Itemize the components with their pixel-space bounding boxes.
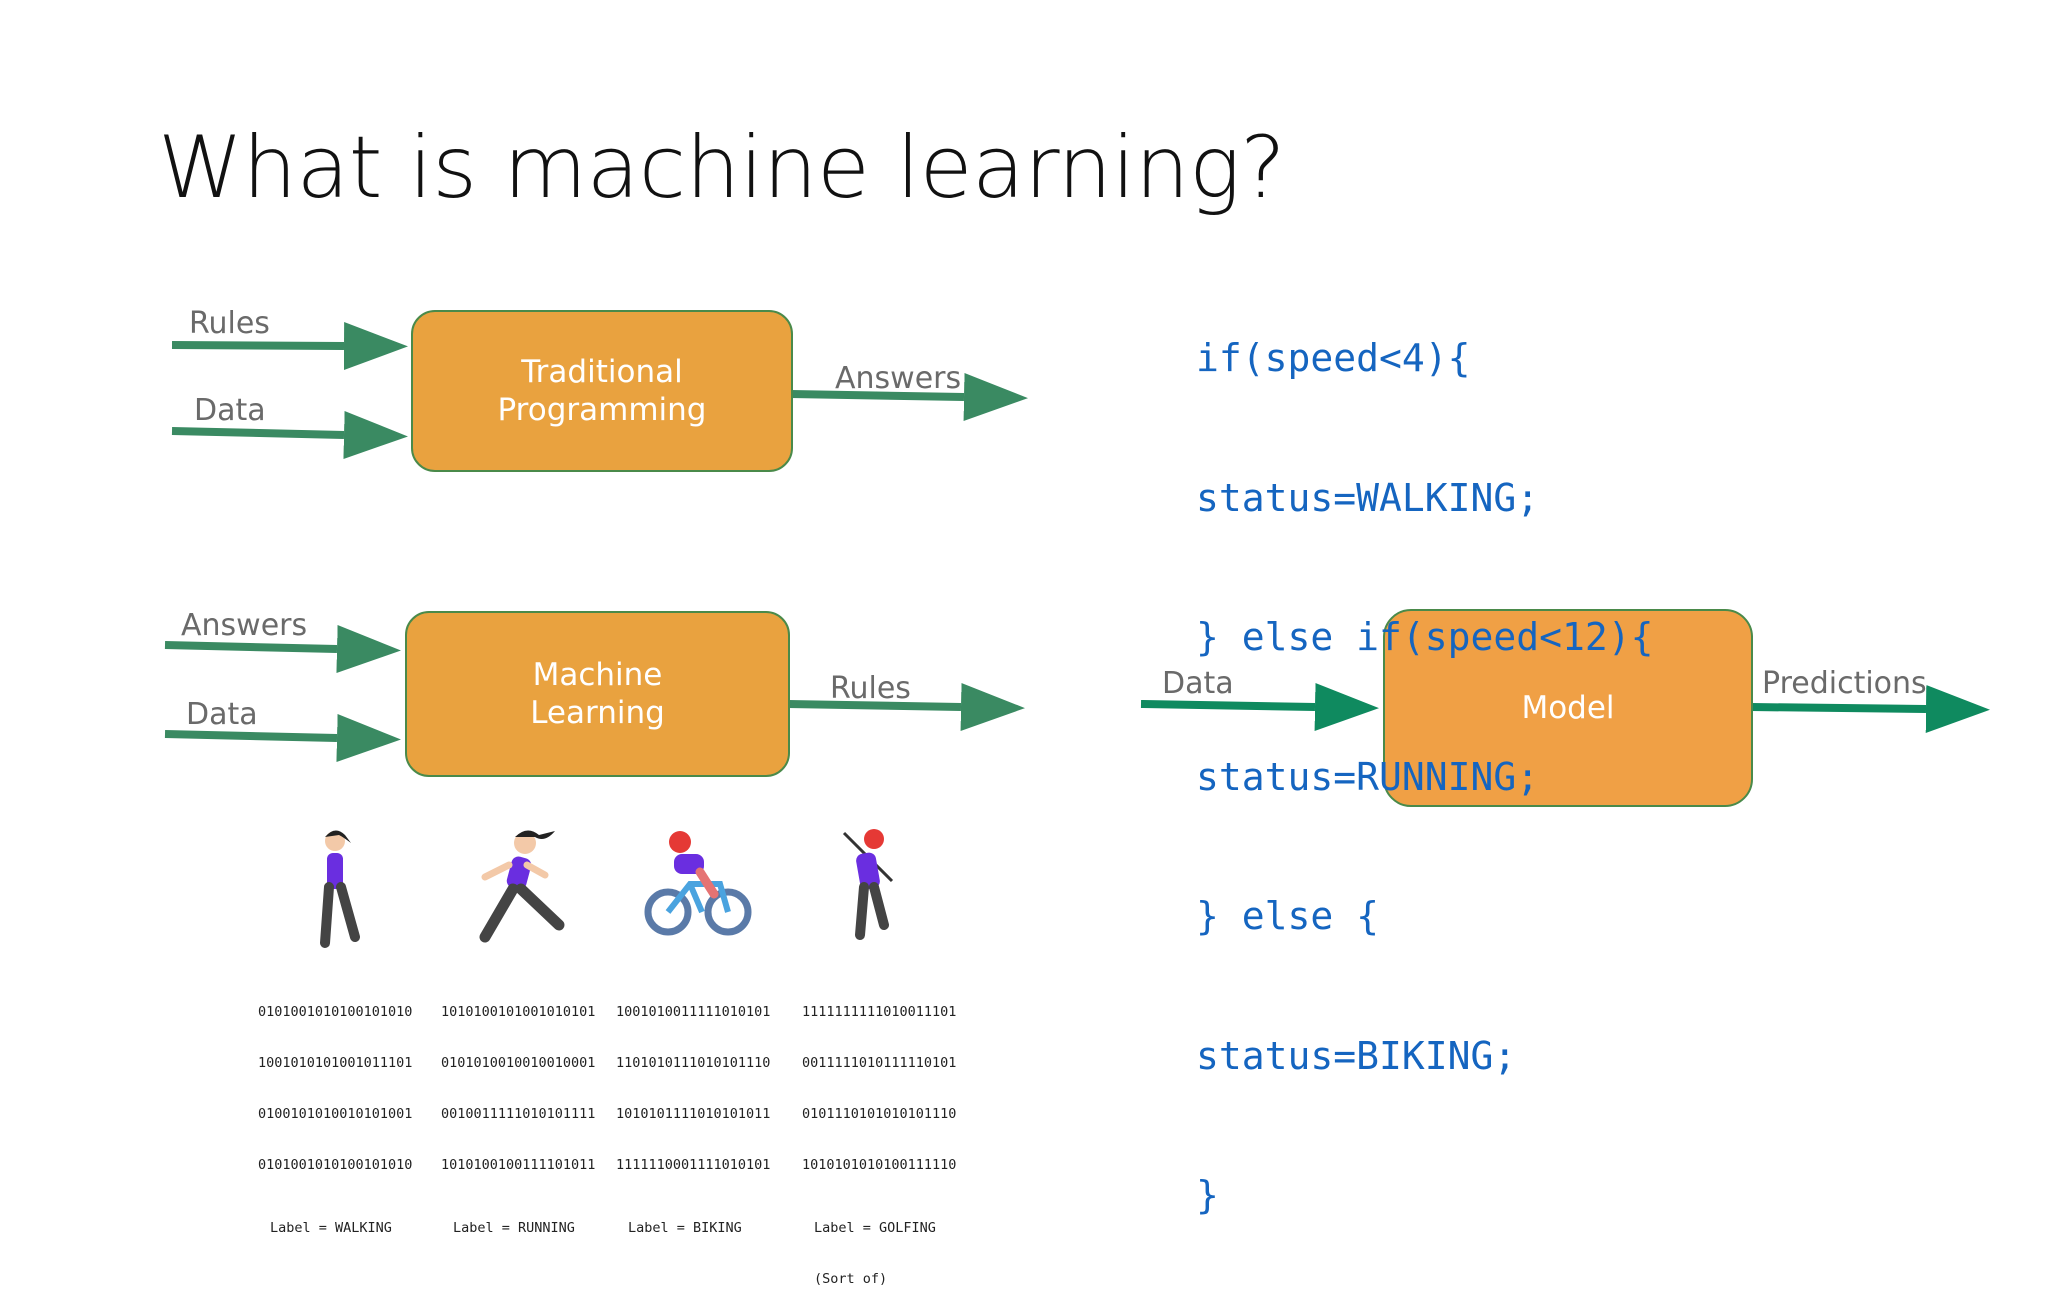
arrow-data-in xyxy=(171,411,408,459)
bits-line: 0101001010100101010 xyxy=(258,1157,413,1173)
biking-person-icon xyxy=(644,831,752,936)
code-line: } else { xyxy=(1196,894,1380,938)
sample-label: Label = RUNNING xyxy=(453,1220,575,1236)
code-line: status=WALKING; xyxy=(1196,475,1540,520)
box-label: Machine xyxy=(532,657,663,693)
code-line: if(speed<4){ xyxy=(1196,336,1471,380)
sample-note: (Sort of) xyxy=(814,1271,888,1287)
walking-person-icon xyxy=(320,830,360,948)
arrow-data-in-ml xyxy=(164,714,401,762)
label-data-in: Data xyxy=(194,393,266,428)
bits-line: 0011111010111110101 xyxy=(802,1055,957,1071)
label-predictions: Predictions xyxy=(1762,666,1927,701)
box-label: Programming xyxy=(497,392,707,428)
code-line: status=RUNNING; xyxy=(1196,754,1540,799)
bits-line: 0100101010010101001 xyxy=(258,1106,413,1122)
bits-line: 0101001010100101010 xyxy=(258,1004,413,1020)
bits-line: 1010100101001010101 xyxy=(441,1004,596,1020)
golfing-person-icon xyxy=(842,829,894,940)
code-snippet: if(speed<4){ status=WALKING; } else if(s… xyxy=(1196,242,1654,1265)
sample-golfing: 1111111111010011101 0011111010111110101 … xyxy=(802,970,956,1305)
arrows-layer xyxy=(164,322,1990,762)
bits-line: 0101010010010010001 xyxy=(441,1055,596,1071)
arrow-predictions xyxy=(1750,685,1990,733)
bits-line: 1101010111010101110 xyxy=(616,1055,771,1071)
slide-title: What is machine learning? xyxy=(158,118,1286,218)
label-answers-in: Answers xyxy=(181,608,308,643)
arrow-answers-in xyxy=(164,625,401,673)
bits-line: 0010011111010101111 xyxy=(441,1106,596,1122)
arrow-data-model xyxy=(1140,683,1379,731)
box-label: Learning xyxy=(530,695,665,731)
bits-line: 1001010101001011101 xyxy=(258,1055,413,1071)
bits-line: 1010100100111101011 xyxy=(441,1157,596,1173)
arrow-rules-in xyxy=(171,322,408,370)
model-box: Model xyxy=(1383,609,1753,807)
code-line: } else if(speed<12){ xyxy=(1196,615,1654,659)
box-label: Model xyxy=(1521,690,1615,726)
label-data-in-ml: Data xyxy=(186,697,258,732)
arrow-rules-out xyxy=(787,683,1025,731)
sample-label: Label = WALKING xyxy=(270,1220,392,1236)
code-line: } xyxy=(1196,1173,1219,1217)
label-rules-out: Rules xyxy=(830,671,911,706)
sample-biking: 1001010011111010101 1101010111010101110 … xyxy=(616,970,770,1254)
arrow-answers-out xyxy=(790,373,1028,421)
sample-label: Label = GOLFING xyxy=(814,1220,936,1236)
label-data-model: Data xyxy=(1162,666,1234,701)
running-person-icon xyxy=(479,830,565,943)
sample-walking: 0101001010100101010 1001010101001011101 … xyxy=(258,970,412,1254)
code-line: status=BIKING; xyxy=(1196,1033,1517,1078)
sample-running: 1010100101001010101 0101010010010010001 … xyxy=(441,970,595,1254)
sample-label: Label = BIKING xyxy=(628,1220,742,1236)
bits-line: 1001010011111010101 xyxy=(616,1004,771,1020)
bits-line: 1010101010100111110 xyxy=(802,1157,957,1173)
bits-line: 1111111111010011101 xyxy=(802,1004,957,1020)
label-answers-out: Answers xyxy=(835,361,962,396)
bits-line: 0101110101010101110 xyxy=(802,1106,957,1122)
label-rules-in: Rules xyxy=(189,306,270,341)
bits-line: 1111110001111010101 xyxy=(616,1157,771,1173)
bits-line: 1010101111010101011 xyxy=(616,1106,771,1122)
box-label: Traditional xyxy=(521,354,683,390)
